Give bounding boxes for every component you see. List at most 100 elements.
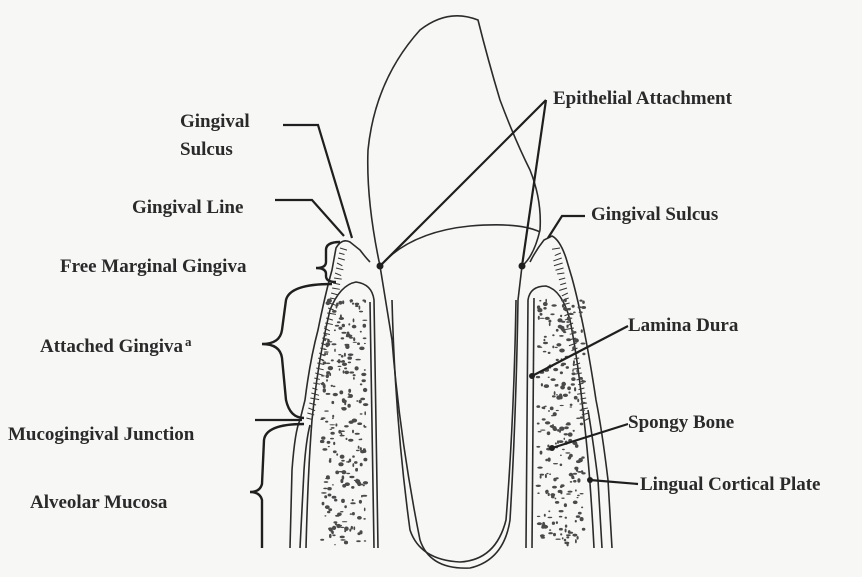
spongy-bone-speck [336, 453, 338, 456]
gingiva-hatch-mark [338, 258, 345, 260]
gingiva-hatch-mark [331, 293, 338, 295]
spongy-bone-speck [329, 458, 332, 460]
gingiva-hatch-mark [313, 383, 320, 384]
labels: Gingival Sulcus Gingival Line Free Margi… [8, 88, 820, 513]
spongy-bone-speck [559, 528, 563, 531]
spongy-bone-speck [338, 430, 341, 434]
spongy-bone-speck [340, 361, 345, 363]
spongy-bone-speck [344, 541, 348, 545]
spongy-bone-speck [566, 536, 569, 538]
spongy-bone-speck [566, 493, 571, 495]
spongy-bone-speck [322, 359, 324, 361]
spongy-bone-speck [572, 346, 575, 350]
spongy-bone-speck [557, 318, 562, 322]
spongy-bone-speck [337, 321, 341, 323]
gingiva-hatch-mark [559, 278, 565, 280]
spongy-bone-speck [548, 510, 550, 512]
gingiva-hatch-mark [562, 293, 568, 296]
gingiva-hatch-mark [574, 358, 579, 359]
spongy-bone-speck [536, 376, 540, 378]
spongy-bone-speck [555, 501, 559, 504]
spongy-bone-speck [571, 330, 574, 333]
spongy-bone-speck [363, 484, 365, 486]
spongy-bone-speck [340, 536, 345, 539]
spongy-bone-speck [553, 368, 558, 371]
spongy-bone-speck [338, 327, 342, 330]
spongy-bone-speck [326, 371, 330, 374]
spongy-bone-speck [556, 410, 559, 411]
spongy-bone-speck [555, 384, 558, 387]
spongy-bone-speck [332, 418, 334, 420]
spongy-bone-speck [364, 300, 366, 303]
spongy-bone-speck [363, 518, 366, 520]
spongy-bone-speck [342, 521, 347, 522]
spongy-bone-speck [321, 347, 323, 348]
spongy-bone-speck [540, 475, 542, 478]
spongy-bone-speck [552, 522, 555, 525]
spongy-bone-speck [342, 398, 345, 402]
leader-epithelial-attachment-a [380, 100, 546, 266]
spongy-bone-speck [342, 300, 344, 304]
spongy-bone-speck [548, 532, 553, 534]
spongy-bone-speck [581, 343, 586, 345]
spongy-bone-speck [353, 526, 355, 530]
label-attached-gingiva-mark: a [185, 334, 192, 349]
spongy-bone-speck [579, 377, 582, 379]
spongy-bone-speck [544, 336, 547, 338]
gingiva-hatch-mark [560, 283, 566, 285]
spongy-bone-speck [549, 323, 551, 327]
gingiva-hatch-mark [559, 288, 567, 290]
spongy-bone-speck [580, 423, 583, 426]
spongy-bone-speck [566, 338, 571, 341]
spongy-bone-speck [326, 353, 328, 355]
gingiva-hatch-mark [578, 383, 583, 385]
spongy-bone-speck [363, 450, 367, 453]
spongy-bone-speck [556, 521, 558, 524]
spongy-bone-speck [360, 398, 365, 401]
spongy-bone-speck [565, 529, 567, 533]
spongy-bone-speck [581, 472, 585, 474]
spongy-bone-speck [328, 494, 332, 497]
spongy-bone-speck [555, 498, 557, 500]
spongy-bone-speck [536, 446, 540, 448]
spongy-bone-speck [327, 511, 330, 513]
spongy-bone-speck [559, 427, 564, 431]
spongy-bone-speck [345, 482, 350, 486]
spongy-bone-speck [573, 430, 575, 432]
gingiva-hatch-mark [333, 283, 340, 284]
spongy-bone-speck [338, 301, 342, 305]
gingiva-hatch-mark [575, 373, 582, 374]
spongy-bone-speck [364, 411, 366, 415]
spongy-bone-speck [352, 512, 355, 515]
spongy-bone-speck [545, 490, 549, 493]
spongy-bone-speck [331, 401, 334, 404]
spongy-bone-speck [356, 400, 358, 402]
spongy-bone-speck [552, 486, 557, 489]
spongy-bone-speck [359, 400, 362, 404]
gingiva-hatch-mark [340, 248, 347, 250]
spongy-bone-speck [570, 406, 573, 407]
spongy-bone-speck [339, 368, 341, 371]
spongy-bone-speck [552, 334, 554, 336]
spongy-bone-speck [344, 353, 346, 357]
gingiva-hatch-mark [555, 268, 563, 270]
spongy-bone-speck [566, 321, 569, 323]
label-attached-gingiva-text: Attached Gingiva [40, 336, 184, 357]
spongy-bone-speck [325, 334, 327, 336]
spongy-bone-speck [564, 426, 569, 429]
spongy-bone-speck [560, 486, 563, 488]
spongy-bone-speck [348, 393, 350, 395]
spongy-bone-speck [578, 306, 581, 309]
spongy-bone-speck [574, 338, 579, 342]
spongy-bone-speck [362, 320, 367, 321]
spongy-bone-speck [363, 458, 367, 462]
spongy-bone-speck [548, 458, 551, 462]
spongy-bone-speck [581, 329, 583, 333]
spongy-bone-speck [560, 315, 562, 318]
spongy-bone-speck [564, 438, 566, 440]
spongy-bone-speck [356, 450, 360, 451]
spongy-bone-speck [579, 311, 583, 313]
spongy-bone-speck [556, 329, 559, 332]
spongy-bone-speck [335, 423, 337, 426]
